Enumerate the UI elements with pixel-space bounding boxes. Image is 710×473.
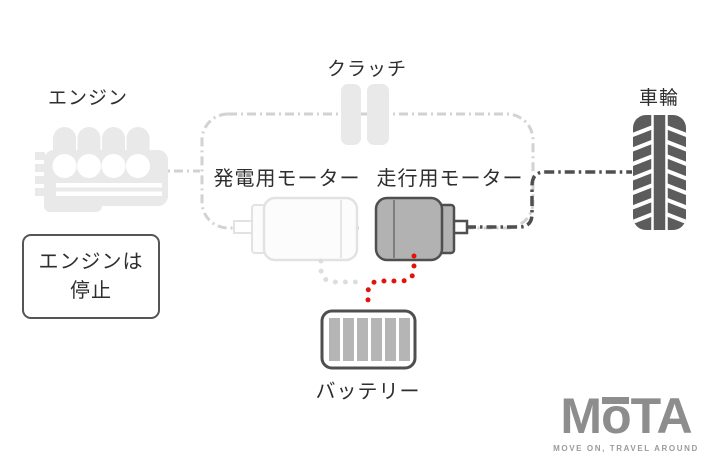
logo-letters-ta: TA xyxy=(630,388,693,444)
note-line-2: 停止 xyxy=(70,279,112,302)
logo-letter-m: M xyxy=(560,388,602,444)
generator-to-battery-line xyxy=(318,258,363,285)
clutch-plates-icon xyxy=(341,84,389,145)
mask-patch xyxy=(359,220,375,234)
battery-icon xyxy=(320,309,417,370)
logo-letter-o-macron: o xyxy=(601,388,632,444)
battery-to-motor-power-line xyxy=(365,253,417,306)
wheel-label: 車輪 xyxy=(638,88,680,109)
note-line-1: エンジンは xyxy=(38,250,144,273)
drive-motor-label: 走行用モーター xyxy=(376,168,524,190)
engine-stopped-note: エンジンは 停止 xyxy=(22,234,160,319)
generator-motor-icon xyxy=(233,196,359,262)
engine-icon xyxy=(35,127,168,212)
clutch-label: クラッチ xyxy=(326,59,408,80)
drive-motor-icon xyxy=(374,196,469,262)
tire-icon xyxy=(633,115,686,230)
battery-label: バッテリー xyxy=(315,381,421,403)
generator-motor-label: 発電用モーター xyxy=(213,168,361,190)
drive-to-wheel-line xyxy=(466,170,632,229)
engine-label: エンジン xyxy=(48,88,129,109)
mota-logo-wordmark: MoTA xyxy=(546,391,706,441)
mota-logo: MoTA MOVE ON, TRAVEL AROUND xyxy=(546,391,706,453)
mota-logo-tagline: MOVE ON, TRAVEL AROUND xyxy=(553,444,699,453)
